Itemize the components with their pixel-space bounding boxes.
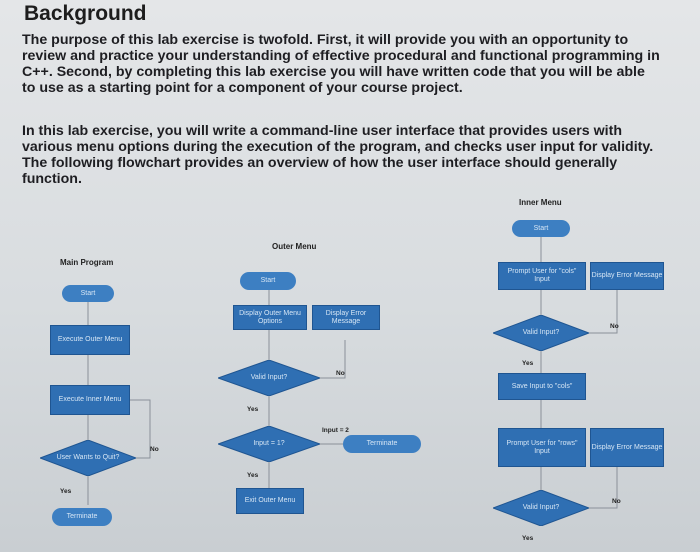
section-heading: Background	[24, 2, 147, 25]
outer-yes-label: Yes	[247, 406, 259, 413]
main-yes-label: Yes	[60, 488, 72, 495]
outer-valid-input-label: Valid Input?	[250, 374, 288, 381]
intro-paragraph: The purpose of this lab exercise is twof…	[22, 32, 660, 96]
user-wants-quit-label: User Wants to Quit?	[56, 454, 120, 461]
prompt-cols-node: Prompt User for "cols" Input	[498, 262, 586, 290]
input-equals-2-label: Input = 2	[322, 427, 349, 434]
inner-yes-label-2: Yes	[522, 535, 534, 542]
inner-start-node: Start	[512, 220, 570, 237]
prompt-rows-node: Prompt User for "rows" Input	[498, 428, 586, 467]
outer-valid-input-decision: Valid Input?	[218, 360, 320, 396]
execute-inner-menu-node: Execute Inner Menu	[50, 385, 130, 415]
outer-no-label: No	[336, 370, 345, 377]
input-equals-1-decision: Input = 1?	[218, 426, 320, 462]
inner-display-error-1-node: Display Error Message	[590, 262, 664, 290]
inner-valid-input-2-decision: Valid Input?	[493, 490, 589, 526]
description-paragraph: In this lab exercise, you will write a c…	[22, 123, 654, 187]
flowchart: Main Program Outer Menu Inner Menu Start…	[0, 190, 700, 552]
inner-valid-input-2-label: Valid Input?	[522, 504, 560, 511]
main-start-node: Start	[62, 285, 114, 302]
inner-no-label-2: No	[612, 498, 621, 505]
exit-outer-menu-node: Exit Outer Menu	[236, 488, 304, 514]
execute-outer-menu-node: Execute Outer Menu	[50, 325, 130, 355]
inner-valid-input-1-decision: Valid Input?	[493, 315, 589, 351]
inner-menu-title: Inner Menu	[519, 198, 562, 207]
main-terminate-node: Terminate	[52, 508, 112, 526]
main-no-label: No	[150, 446, 159, 453]
outer-menu-title: Outer Menu	[272, 242, 317, 251]
display-outer-options-node: Display Outer Menu Options	[233, 305, 307, 330]
outer-display-error-node: Display Error Message	[312, 305, 380, 330]
save-cols-node: Save Input to "cols"	[498, 373, 586, 400]
inner-no-label-1: No	[610, 323, 619, 330]
flowchart-connectors	[87, 237, 618, 509]
inner-yes-label-1: Yes	[522, 360, 534, 367]
input-equals-1-label: Input = 1?	[253, 440, 285, 447]
outer-start-node: Start	[240, 272, 296, 290]
inner-display-error-2-node: Display Error Message	[590, 428, 664, 467]
outer-yes-label-2: Yes	[247, 472, 259, 479]
outer-terminate-node: Terminate	[343, 435, 421, 453]
main-program-title: Main Program	[60, 258, 114, 267]
inner-valid-input-1-label: Valid Input?	[522, 329, 560, 336]
user-wants-quit-decision: User Wants to Quit?	[40, 440, 136, 476]
